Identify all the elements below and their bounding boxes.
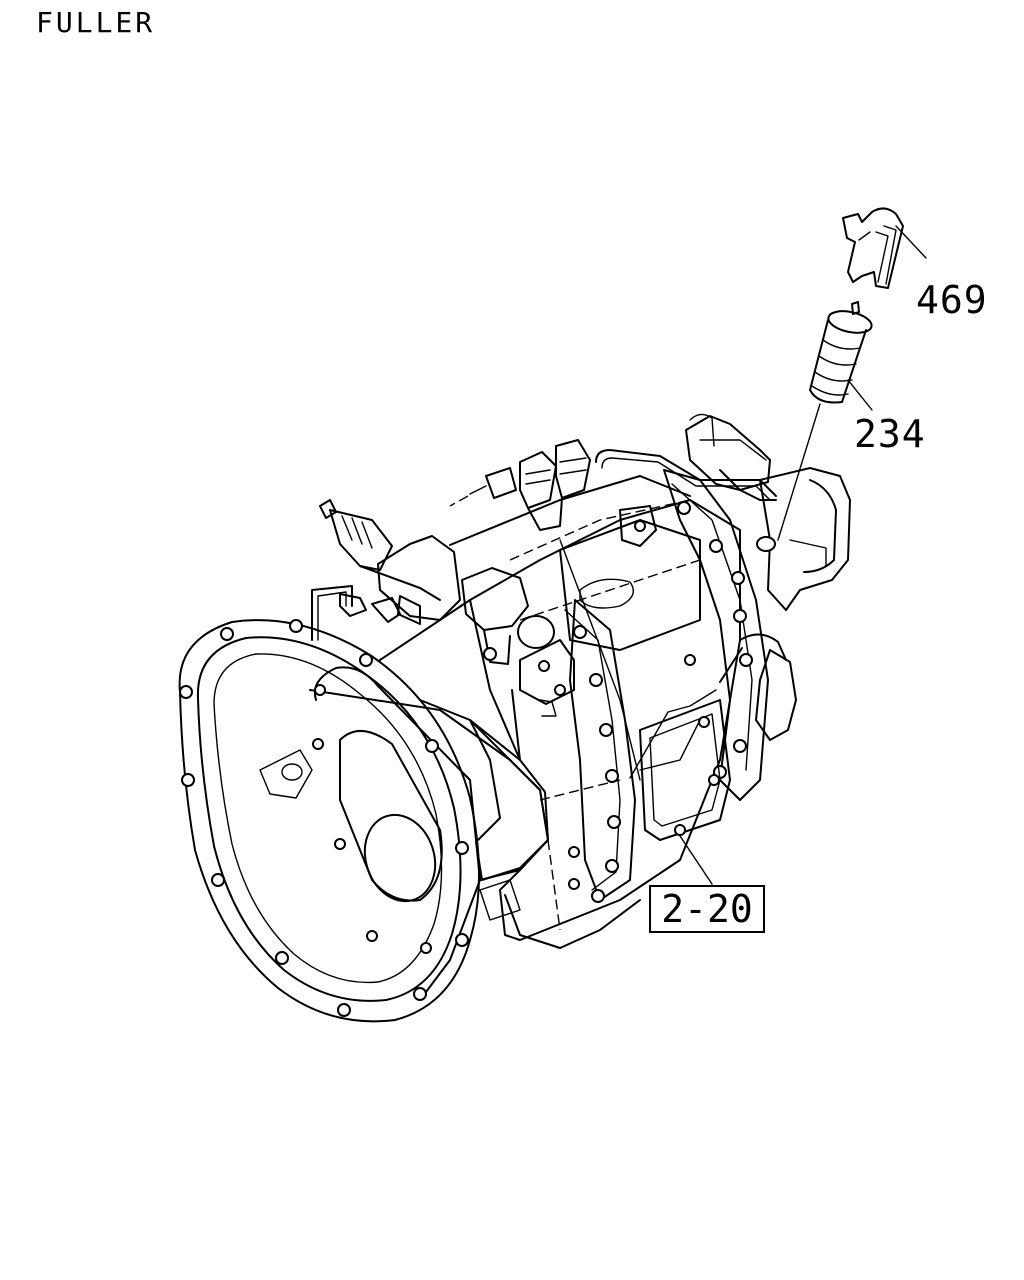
shift-valve <box>377 505 657 705</box>
bell-housing <box>178 619 549 1023</box>
part-number-234: 234 <box>854 412 926 456</box>
install-line <box>777 403 821 541</box>
switch-part-234 <box>809 301 873 404</box>
clip-part-469 <box>842 207 904 289</box>
diagram-title: FULLER <box>36 6 156 39</box>
reference-box-2-20[interactable]: 2-20 <box>649 885 765 933</box>
part-number-469: 469 <box>916 278 988 322</box>
rear-flange <box>634 469 769 801</box>
side-cover <box>629 689 731 841</box>
rear-housing <box>685 413 851 741</box>
intermediate-flange <box>564 599 636 903</box>
leader-469 <box>895 225 927 259</box>
leader-2-20 <box>679 835 713 885</box>
electrical-connectors <box>449 439 591 531</box>
leader-234 <box>847 379 873 411</box>
vent-sensor <box>319 499 441 623</box>
